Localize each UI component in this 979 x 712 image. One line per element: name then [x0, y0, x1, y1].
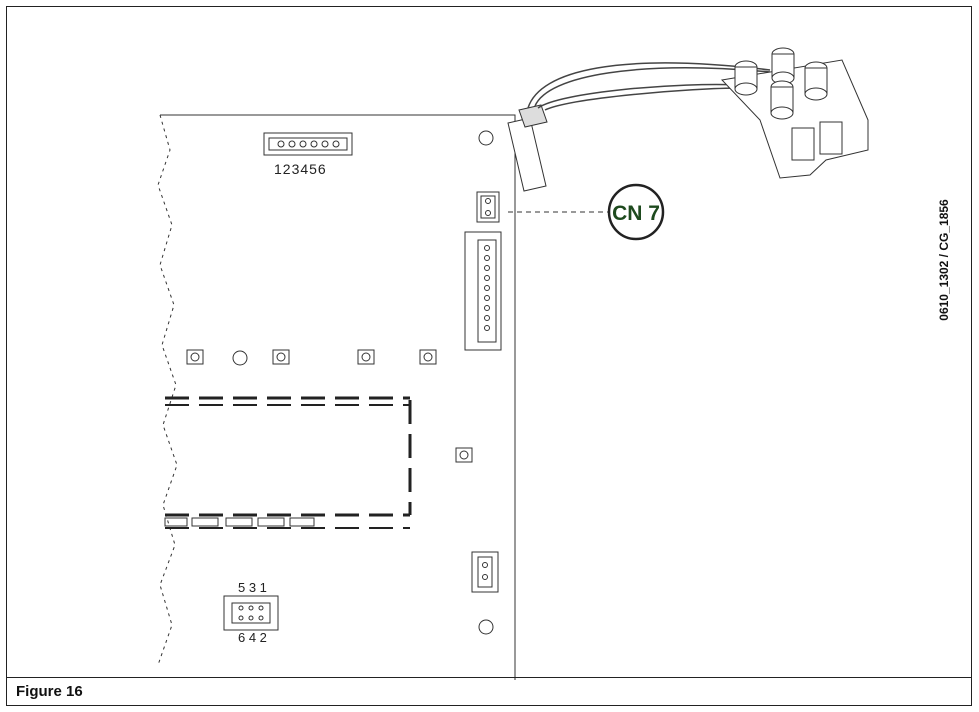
ic-dashed-area — [165, 396, 412, 529]
connector-vertical-long — [464, 231, 502, 351]
cable-wires — [527, 62, 771, 111]
caption-divider — [6, 677, 972, 678]
mounting-hole-bottom — [478, 619, 494, 635]
callout-label: CN 7 — [612, 202, 660, 225]
pcb-board — [157, 114, 516, 680]
connector-cn7 — [476, 191, 500, 223]
terminal-block — [720, 47, 869, 179]
connector-bottom-pins-top: 5 3 1 — [238, 580, 267, 595]
callout-bubble — [607, 183, 665, 241]
connector-6pin-bottom — [223, 595, 279, 631]
ic-pin-rows — [164, 517, 315, 527]
connector-top-pin-numbers: 123456 — [274, 161, 327, 177]
figure-caption: Figure 16 — [16, 683, 83, 700]
connector-bottom-right — [471, 551, 499, 593]
connector-6pin-top — [263, 132, 353, 156]
cable-plug — [507, 104, 548, 192]
mounting-hole-mid — [232, 350, 248, 366]
component-squares — [186, 349, 473, 463]
mounting-hole-top — [478, 130, 494, 146]
figure-code: 0610_1302 / CG_1856 — [937, 199, 951, 321]
connector-bottom-pins-bottom: 6 4 2 — [238, 630, 267, 645]
